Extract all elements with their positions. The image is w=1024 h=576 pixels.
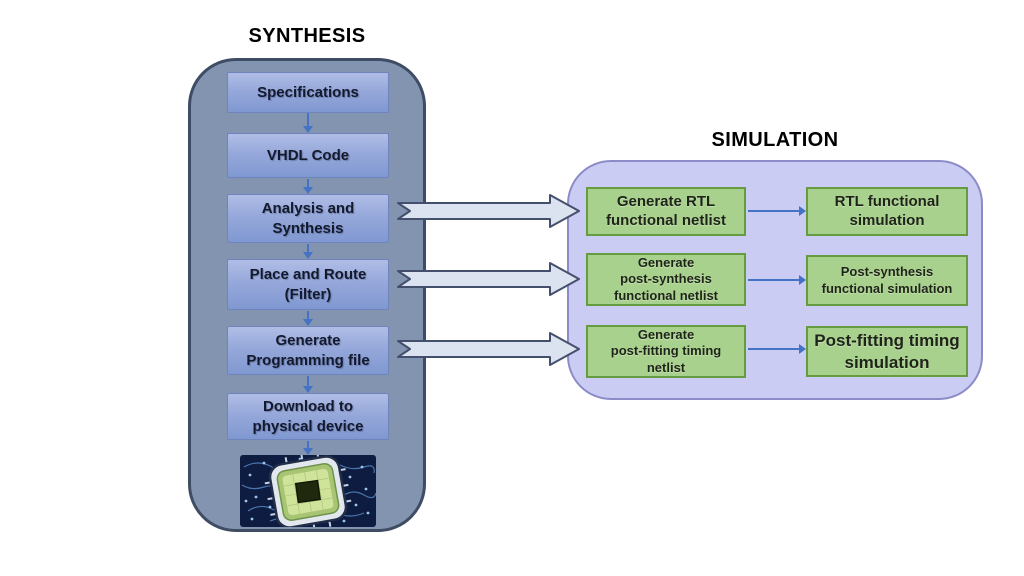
task-post-fitting-simulation: Post-fitting timing simulation	[806, 326, 968, 377]
right-arrow-icon	[748, 275, 806, 285]
simulation-title: SIMULATION	[711, 129, 839, 151]
step-vhdl-code: VHDL Code	[227, 133, 389, 178]
down-arrow-icon	[303, 113, 313, 133]
synthesis-title: SYNTHESIS	[248, 25, 366, 47]
down-arrow-icon	[303, 376, 313, 393]
task-generate-rtl-netlist: Generate RTL functional netlist	[586, 187, 746, 236]
task-generate-post-synthesis-netlist: Generate post-synthesis functional netli…	[586, 253, 746, 306]
microchip-image	[240, 455, 376, 527]
step-specifications: Specifications	[227, 72, 389, 113]
task-generate-post-fitting-netlist: Generate post-fitting timing netlist	[586, 325, 746, 378]
task-rtl-functional-simulation: RTL functional simulation	[806, 187, 968, 236]
step-analysis-synthesis: Analysis and Synthesis	[227, 194, 389, 243]
right-arrow-icon	[748, 344, 806, 354]
down-arrow-icon	[303, 441, 313, 455]
step-generate-programming-file: Generate Programming file	[227, 326, 389, 375]
down-arrow-icon	[303, 311, 313, 326]
down-arrow-icon	[303, 179, 313, 194]
flow-arrow-post-fitting	[397, 332, 580, 366]
down-arrow-icon	[303, 244, 313, 259]
step-download-device: Download to physical device	[227, 393, 389, 440]
flow-arrow-rtl	[397, 194, 580, 228]
flow-arrow-post-synthesis	[397, 262, 580, 296]
right-arrow-icon	[748, 206, 806, 216]
task-post-synthesis-simulation: Post-synthesis functional simulation	[806, 255, 968, 306]
step-place-route: Place and Route (Filter)	[227, 259, 389, 310]
